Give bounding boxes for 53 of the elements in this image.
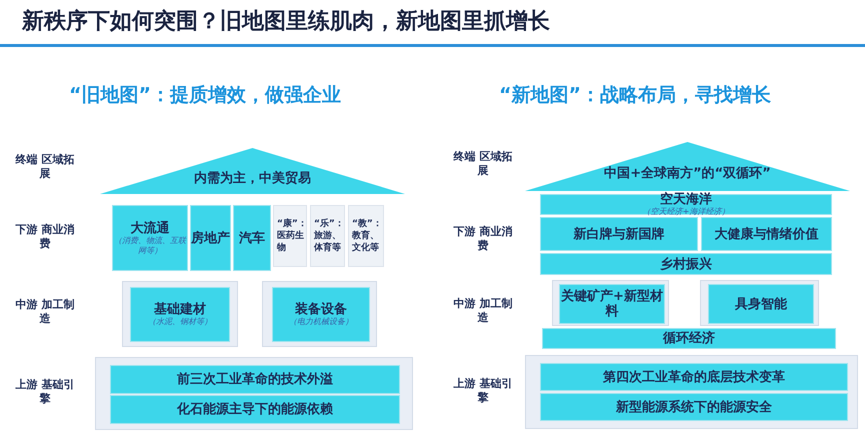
category-box — [542, 328, 836, 349]
category-box — [110, 365, 400, 394]
category-box — [540, 363, 848, 391]
category-box — [110, 395, 400, 424]
section-heading: “新地图”：战略布局，寻找增长 — [498, 83, 772, 108]
node-text: 新白牌与新国牌 — [574, 226, 664, 242]
category-box — [130, 287, 230, 342]
node-text: 关键矿产+新型材料 — [560, 289, 664, 319]
row-label: 终端 区域拓展 — [453, 150, 513, 178]
row-label: 下游 商业消费 — [453, 225, 513, 253]
slide-title: 新秩序下如何突围？旧地图里练肌肉，新地图里抓增长 — [22, 8, 550, 36]
category-box — [540, 253, 832, 275]
node-text: 乡村振兴 — [660, 256, 712, 272]
row-label: 中游 加工制造 — [15, 298, 75, 326]
node-text: “乐”：旅游、体育等 — [314, 218, 344, 254]
node-text: 大流通 — [130, 220, 170, 236]
row-label: 上游 基础引擎 — [453, 377, 513, 405]
row-label: 下游 商业消费 — [15, 223, 75, 251]
category-box — [310, 205, 345, 267]
node-text: 装备设备 — [295, 302, 347, 317]
node-text: 新型能源系统下的能源安全 — [616, 400, 772, 414]
node-text: 大健康与情绪价值 — [714, 226, 818, 242]
note-text: （消费、物流、互联网等） — [113, 236, 187, 256]
category-box — [190, 205, 231, 271]
category-box — [348, 205, 384, 267]
category-box — [701, 217, 832, 251]
category-box — [273, 205, 307, 267]
note-text: （水泥、钢材等） — [148, 317, 212, 327]
node-text: “康”：医药生物 — [277, 218, 307, 254]
row-label: 中游 加工制造 — [453, 297, 513, 325]
node-text: 化石能源主导下的能源依赖 — [177, 402, 333, 417]
category-box — [708, 284, 814, 324]
category-box — [112, 205, 188, 271]
node-text: 前三次工业革命的技术外溢 — [177, 372, 333, 387]
category-box — [540, 217, 698, 251]
category-box — [540, 393, 848, 421]
section-heading: “旧地图”：提质增效，做强企业 — [68, 83, 342, 108]
category-box — [233, 205, 271, 271]
node-text: 第四次工业革命的底层技术变革 — [603, 370, 785, 384]
row-label: 上游 基础引擎 — [15, 378, 75, 406]
note-text: （电力机械设备） — [289, 317, 353, 327]
category-box — [272, 287, 370, 342]
note-text: （空天经济+海洋经济） — [642, 207, 730, 217]
row-label: 终端 区域拓展 — [15, 153, 75, 181]
node-text: 中国+全球南方”的“双循环” — [604, 166, 771, 181]
node-text: 汽车 — [239, 230, 265, 246]
node-text: 空天海洋 — [660, 192, 712, 207]
node-text: 房地产 — [191, 230, 230, 246]
node-text: 基础建材 — [154, 302, 206, 317]
node-text: 循环经济 — [663, 331, 715, 346]
node-text: 具身智能 — [735, 296, 787, 312]
node-text: 内需为主，中美贸易 — [194, 170, 311, 186]
node-text: “教”：教育、文化等 — [352, 218, 382, 254]
